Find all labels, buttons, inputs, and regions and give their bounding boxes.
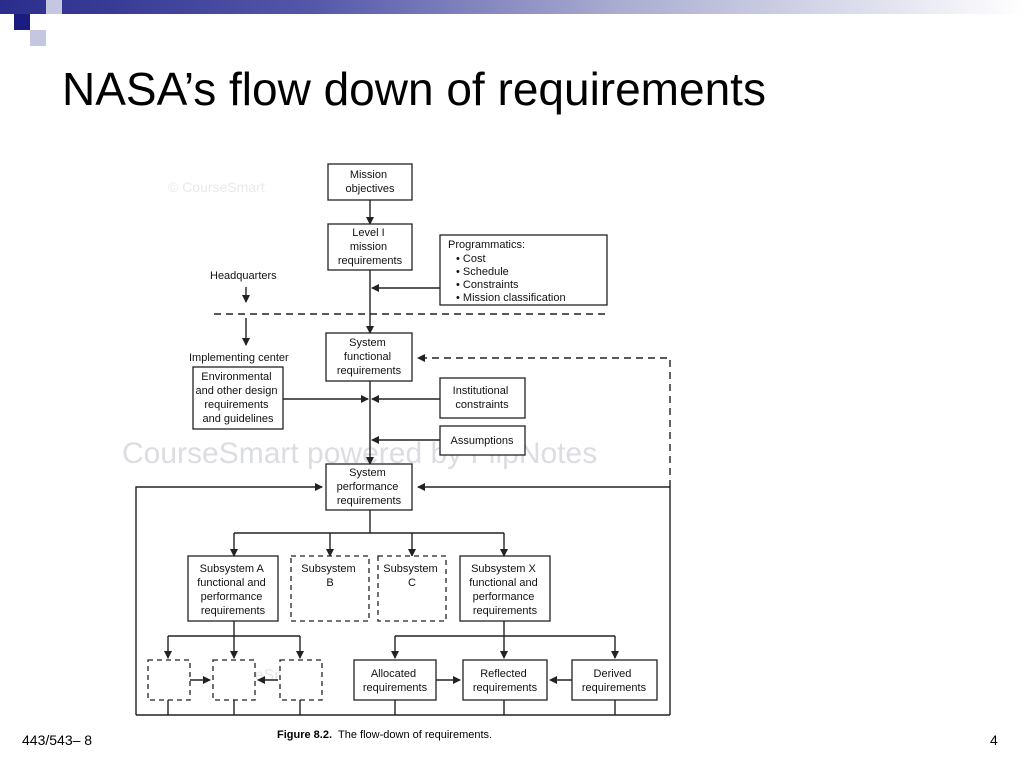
subsystem-c-label: Subsystem C [383, 563, 440, 589]
system-functional-box [325, 332, 413, 382]
slide-title: NASA’s flow down of requirements [62, 63, 766, 115]
footer-course-code: 443/543– 8 [22, 732, 93, 748]
programmatics-label: Programmatics: • Cost • Schedule • Const… [448, 239, 566, 304]
accent-square-light [46, 0, 62, 14]
reflected-label: Reflected requirements [473, 668, 538, 694]
title-accent-bar [0, 0, 1024, 14]
subsystem-b-label: Subsystem B [301, 563, 358, 589]
mission-objectives-box [327, 163, 413, 201]
system-performance-box [325, 463, 413, 511]
assumptions-box [439, 425, 526, 456]
allocated-label: Allocated requirements [363, 668, 428, 694]
reflected-box [462, 659, 548, 701]
subsystem-x-label: Subsystem X functional and performance r… [469, 563, 541, 617]
derived-label: Derived requirements [582, 668, 647, 694]
environmental-label: Environmental and other design requireme… [195, 371, 280, 425]
unnamed-box [147, 659, 191, 701]
system-performance-label: System performance requirements [337, 467, 402, 507]
institutional-label: Institutional constraints [453, 385, 512, 411]
implementing-center-label: Implementing center [189, 352, 289, 364]
slide-number: 4 [990, 732, 998, 748]
figure-caption: Figure 8.2. The flow-down of requirements… [277, 729, 492, 741]
assumptions-label: Assumptions [451, 435, 514, 447]
derived-box [571, 659, 658, 701]
system-functional-label: System functional requirements [337, 337, 402, 377]
subsystem-a-label: Subsystem A functional and performance r… [197, 563, 269, 617]
allocated-box [353, 659, 437, 701]
unnamed-box [279, 659, 323, 701]
level1-requirements-label: Level I mission requirements [338, 227, 403, 267]
subsystem-c-box [377, 555, 447, 622]
figure-caption-label: Figure 8.2. [277, 729, 333, 741]
watermark-top: © CourseSmart [168, 179, 265, 195]
environmental-box [192, 366, 284, 430]
level1-requirements-box [327, 223, 413, 271]
accent-square-light [30, 30, 46, 46]
unnamed-box [212, 659, 256, 701]
subsystem-a-box [187, 555, 279, 622]
subsystem-x-box [459, 555, 551, 622]
figure-caption-text: The flow-down of requirements. [338, 729, 493, 741]
mission-objectives-label: Mission objectives [346, 169, 395, 195]
programmatics-box [439, 234, 608, 306]
institutional-box [439, 377, 526, 419]
subsystem-b-box [290, 555, 370, 622]
headquarters-label: Headquarters [210, 270, 277, 282]
accent-square-navy [14, 14, 30, 30]
